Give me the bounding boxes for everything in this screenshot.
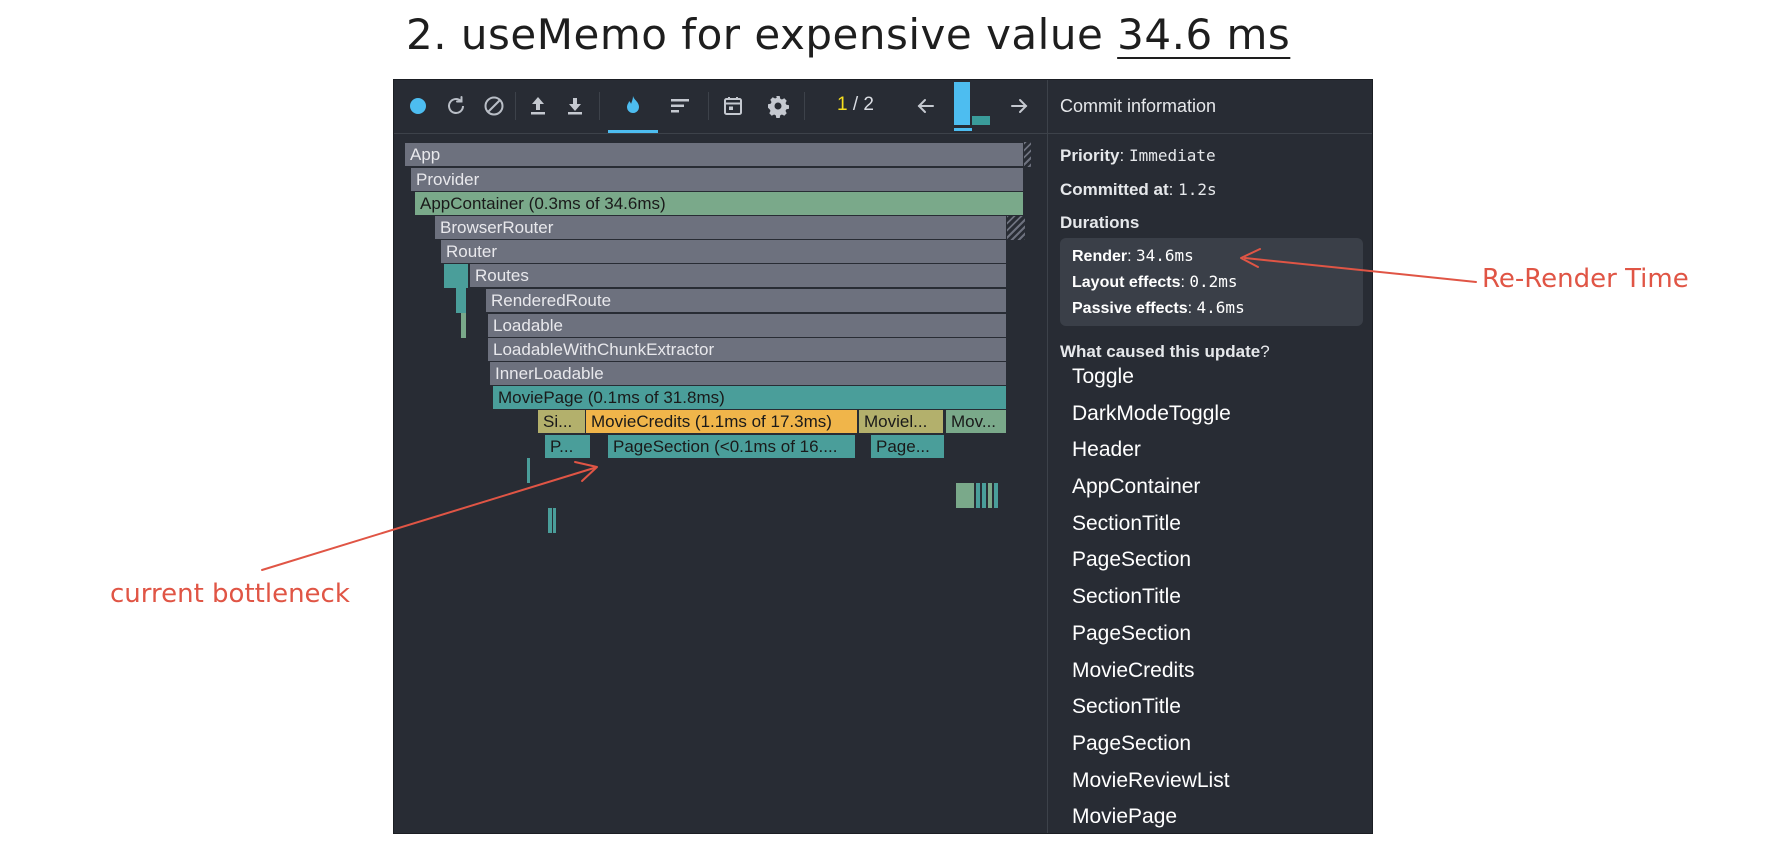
rerender-time-annotation: Re-Render Time [1482, 264, 1689, 294]
flamegraph-node[interactable] [553, 508, 556, 533]
flamegraph-node[interactable] [527, 458, 530, 483]
committed-at-value: 1.2s [1178, 180, 1217, 199]
commit-selector[interactable] [954, 82, 994, 131]
flamegraph-hatch [1024, 142, 1031, 167]
toolbar-separator [804, 92, 805, 120]
flamegraph-node[interactable]: P... [544, 434, 591, 459]
flamegraph-node[interactable]: MovieCredits (1.1ms of 17.3ms) [585, 409, 858, 434]
selected-commit-indicator [954, 128, 972, 131]
reload-icon[interactable] [442, 92, 470, 120]
flamegraph-node[interactable]: InnerLoadable [489, 361, 1007, 386]
next-commit-icon[interactable] [1005, 92, 1033, 120]
update-cause-item[interactable]: PageSection [1072, 731, 1192, 755]
flamegraph-node[interactable]: Router [440, 239, 1007, 264]
flamegraph-node[interactable] [988, 483, 992, 508]
load-profile-icon[interactable] [524, 92, 552, 120]
commit-current: 1 [837, 94, 848, 115]
flamegraph-node[interactable]: AppContainer (0.3ms of 34.6ms) [414, 191, 1024, 216]
active-tab-indicator [608, 130, 658, 133]
flamegraph-node[interactable] [548, 508, 552, 533]
update-cause-item[interactable]: MovieCredits [1072, 658, 1195, 682]
update-cause-item[interactable]: DarkModeToggle [1072, 401, 1231, 425]
flamegraph-node[interactable]: Routes [469, 263, 1007, 288]
commit-bar[interactable] [972, 116, 990, 125]
commit-counter: 1 / 2 [837, 94, 874, 116]
flamegraph-node[interactable]: Moviel... [858, 409, 944, 434]
update-cause-item[interactable]: MovieReviewList [1072, 768, 1230, 792]
update-cause-item[interactable]: PageSection [1072, 548, 1192, 572]
current-bottleneck-annotation: current bottleneck [110, 579, 350, 609]
settings-icon[interactable] [764, 92, 792, 120]
update-cause-item[interactable]: Header [1072, 438, 1141, 462]
flamegraph-node[interactable] [456, 288, 466, 313]
flamegraph-icon[interactable] [619, 92, 647, 120]
flamegraph-node[interactable]: Provider [410, 167, 1024, 192]
update-cause-heading: What caused this update? [1060, 342, 1270, 361]
toolbar-separator [515, 92, 516, 120]
profiler-toolbar: 1 / 2 [394, 80, 1047, 134]
update-cause-item[interactable]: Toggle [1072, 365, 1134, 388]
flamegraph-node[interactable]: Page... [870, 434, 945, 459]
committed-at-row: Committed at: 1.2s [1060, 180, 1217, 199]
flamegraph-node[interactable] [956, 483, 974, 508]
flamegraph-node[interactable] [976, 483, 980, 508]
durations-heading: Durations [1060, 213, 1140, 232]
flamegraph-node[interactable]: Loadable [487, 313, 1007, 338]
commit-bar[interactable] [954, 82, 970, 125]
update-cause-item[interactable]: MoviePage [1072, 805, 1178, 829]
record-icon[interactable] [404, 92, 432, 120]
flamegraph-node[interactable] [994, 483, 998, 508]
commit-info-title: Commit information [1048, 80, 1372, 134]
page-headline: 2. useMemo for expensive value 34.6 ms [406, 10, 1290, 59]
update-cause-item[interactable]: SectionTitle [1072, 695, 1181, 719]
save-profile-icon[interactable] [561, 92, 589, 120]
update-cause-item[interactable]: PageSection [1072, 621, 1192, 645]
flamegraph-node[interactable]: Si... [537, 409, 586, 434]
ranked-icon[interactable] [666, 92, 694, 120]
passive-effects-duration: Passive effects: 4.6ms [1072, 298, 1245, 317]
flamegraph-node[interactable]: BrowserRouter [434, 215, 1007, 240]
update-cause-item[interactable]: SectionTitle [1072, 585, 1181, 609]
priority-value: Immediate [1128, 146, 1216, 165]
flamegraph-node[interactable] [461, 313, 466, 338]
flamegraph-node[interactable]: App [404, 142, 1024, 167]
flamegraph-node[interactable] [444, 263, 468, 288]
render-duration: Render: 34.6ms [1072, 246, 1194, 265]
flamegraph-node[interactable]: LoadableWithChunkExtractor [487, 337, 1007, 362]
clear-icon[interactable] [480, 92, 508, 120]
timeline-icon[interactable] [719, 92, 747, 120]
commit-separator: / [847, 94, 864, 115]
headline-value: 34.6 ms [1117, 10, 1291, 59]
flamegraph-node[interactable]: RenderedRoute [485, 288, 1007, 313]
headline-prefix: 2. useMemo for expensive value [406, 10, 1118, 59]
previous-commit-icon[interactable] [912, 92, 940, 120]
flamegraph-node[interactable]: MoviePage (0.1ms of 31.8ms) [492, 385, 1007, 410]
durations-box: Render: 34.6ms Layout effects: 0.2ms Pas… [1060, 238, 1363, 326]
flamegraph-node[interactable]: Mov... [945, 409, 1007, 434]
priority-row: Priority: Immediate [1060, 146, 1216, 165]
update-cause-item[interactable]: SectionTitle [1072, 511, 1181, 535]
flamegraph-node[interactable]: PageSection (<0.1ms of 16.... [607, 434, 856, 459]
layout-effects-duration: Layout effects: 0.2ms [1072, 272, 1238, 291]
toolbar-separator [599, 92, 600, 120]
flamegraph-hatch [1007, 215, 1025, 240]
commit-total: 2 [863, 94, 874, 115]
update-cause-item[interactable]: AppContainer [1072, 475, 1201, 499]
flamegraph-node[interactable] [982, 483, 986, 508]
commit-info-panel: Commit information Priority: Immediate C… [1047, 80, 1372, 833]
toolbar-separator [708, 92, 709, 120]
